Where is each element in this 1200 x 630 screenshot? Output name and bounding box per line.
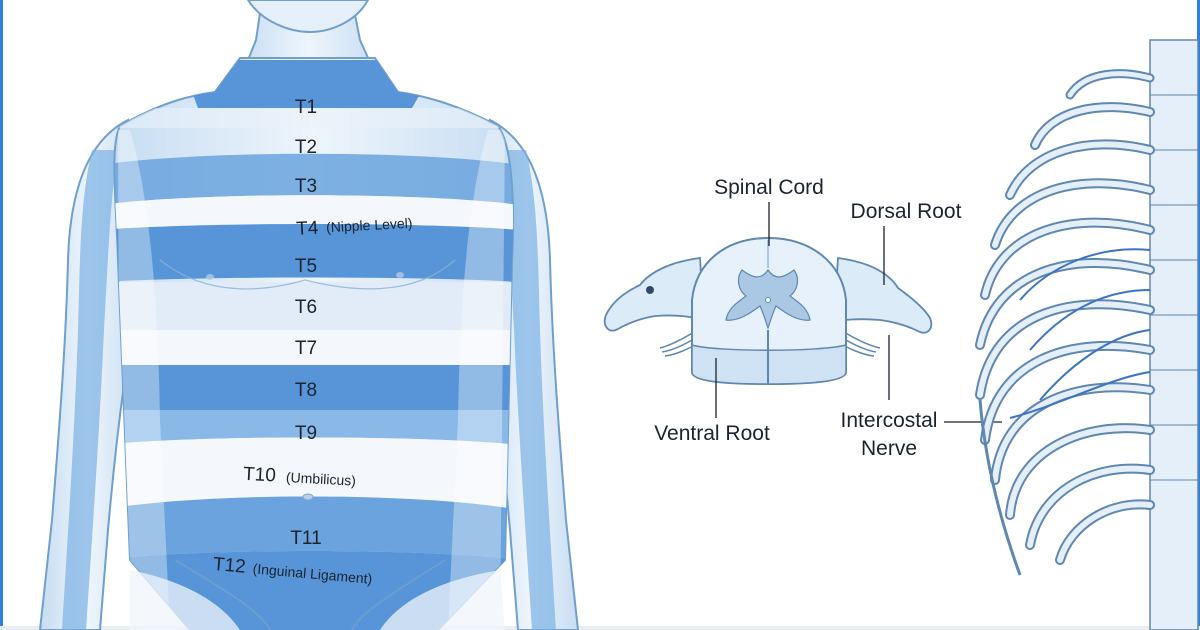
label-t3: T3 xyxy=(295,176,317,197)
band-t7 xyxy=(114,330,514,365)
band-t11 xyxy=(114,496,514,560)
chest-contour xyxy=(159,259,456,290)
band-t4 xyxy=(114,195,514,230)
label-t5: T5 xyxy=(295,256,317,277)
band-t10 xyxy=(114,437,514,510)
band-t3 xyxy=(114,153,514,205)
label-dorsal-root: Dorsal Root xyxy=(851,200,962,223)
torso-side-highlight-right xyxy=(448,130,505,630)
label-spinal-cord: Spinal Cord xyxy=(714,176,824,199)
inguinal-v xyxy=(174,559,446,630)
label-ventral-root: Ventral Root xyxy=(654,422,770,445)
intercostal-nerves xyxy=(1009,248,1151,419)
label-t4: T4 xyxy=(296,218,320,240)
ganglion-dot xyxy=(646,286,654,294)
label-t6: T6 xyxy=(295,297,317,318)
label-t11: T11 xyxy=(290,528,321,549)
band-t8 xyxy=(114,365,514,410)
label-intercostal-line2: Nerve xyxy=(861,437,917,460)
head-chin xyxy=(246,0,370,34)
band-t5 xyxy=(114,224,514,282)
band-t9 xyxy=(114,410,514,445)
right-dorsal-root-ganglion xyxy=(833,256,933,334)
right-nipple xyxy=(396,272,404,278)
label-intercostal-line1: Intercostal xyxy=(841,409,938,432)
band-t2 xyxy=(114,108,514,128)
rib-cage xyxy=(975,39,1199,630)
label-t4-group: T4 (Nipple Level) xyxy=(296,215,413,240)
left-arm-dermatome-band xyxy=(62,150,118,630)
label-t2: T2 xyxy=(295,137,317,158)
dermatome-bands xyxy=(114,60,514,630)
central-canal xyxy=(765,297,771,303)
label-t9: T9 xyxy=(295,423,317,444)
band-t6 xyxy=(114,282,514,330)
vertebral-column xyxy=(1149,39,1199,630)
band-t1 xyxy=(180,60,440,108)
label-t7: T7 xyxy=(295,338,317,359)
label-t12: T12 xyxy=(212,554,246,578)
left-dorsal-root-ganglion xyxy=(603,256,705,332)
frame-bottom-edge xyxy=(0,626,1200,630)
label-t10: T10 xyxy=(243,464,277,487)
dermatome-labels: T1 T2 T3 T4 (Nipple Level) T5 T6 T7 T8 T… xyxy=(212,97,413,587)
torso-side-highlight-left xyxy=(118,130,170,630)
label-t1: T1 xyxy=(295,97,317,118)
spinal-cord-section: Spinal Cord Dorsal Root Ventral Root Int… xyxy=(603,176,1002,460)
ribs-fill xyxy=(977,71,1153,563)
label-t4-note: (Nipple Level) xyxy=(326,215,413,235)
label-t10-note: (Umbilicus) xyxy=(286,469,357,489)
costal-margin xyxy=(978,399,1022,576)
body-figure: T1 T2 T3 T4 (Nipple Level) T5 T6 T7 T8 T… xyxy=(38,0,580,630)
pelvis-area xyxy=(130,570,505,630)
label-t8: T8 xyxy=(295,380,317,401)
right-arm-dermatome-band xyxy=(500,150,556,630)
left-nipple xyxy=(206,274,214,280)
navel xyxy=(302,493,314,501)
label-t10-group: T10 (Umbilicus) xyxy=(243,464,357,489)
frame-left-edge xyxy=(0,0,3,630)
